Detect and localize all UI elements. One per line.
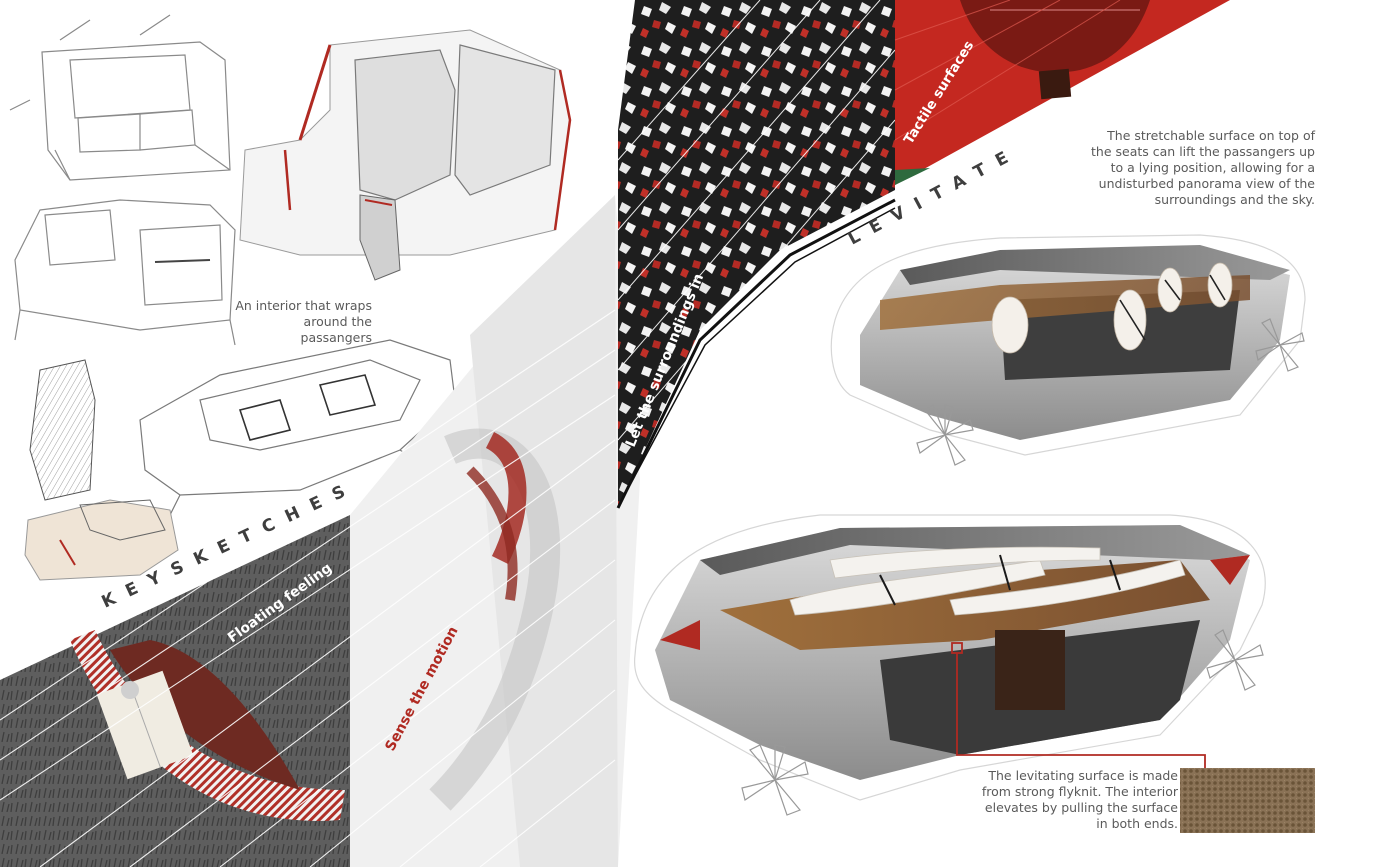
- caption-line: to a lying position, allowing for a: [1110, 160, 1315, 175]
- hammock-photo: [0, 515, 350, 867]
- caption-levitating: The levitating surface is made from stro…: [970, 768, 1178, 832]
- caption-line: An interior that wraps: [235, 298, 372, 313]
- keysketch-area: [9, 14, 572, 581]
- caption-line: in both ends.: [1096, 816, 1178, 831]
- caption-line: the seats can lift the passangers up: [1091, 144, 1315, 159]
- leaves-photo: [618, 0, 895, 508]
- caption-line: The levitating surface is made: [988, 768, 1178, 783]
- motion-photo: [350, 195, 640, 867]
- caption-stretch: The stretchable surface on top of the se…: [1090, 128, 1315, 208]
- wheel-flower-icon: [741, 318, 1305, 816]
- caption-line: undisturbed panorama view of the: [1098, 176, 1315, 191]
- leaves-lines: [617, 0, 896, 441]
- caption-line: around the passangers: [300, 314, 372, 345]
- radiating-lines-left: [0, 309, 616, 867]
- beige-seat-sketch: [24, 499, 179, 581]
- car-render-upright: [830, 234, 1306, 456]
- caption-line: from strong flyknit. The interior: [981, 784, 1178, 799]
- caption-line: surroundings and the sky.: [1154, 192, 1315, 207]
- hatched-seat-sketch: [29, 359, 96, 501]
- flyknit-swatch: [1180, 768, 1315, 833]
- caption-line: elevates by pulling the surface: [984, 800, 1178, 815]
- bench-sketch: [14, 199, 236, 346]
- caption-line: The stretchable surface on top of: [1107, 128, 1315, 143]
- caption-wraps: An interior that wraps around the passan…: [232, 298, 372, 346]
- lantern-photo: [894, 0, 1230, 185]
- red-seats-sketch: [239, 29, 572, 281]
- rear-seat-sketch: [9, 14, 231, 181]
- car-render-lying: [633, 514, 1266, 801]
- wedge-edge-stripes: [616, 198, 896, 509]
